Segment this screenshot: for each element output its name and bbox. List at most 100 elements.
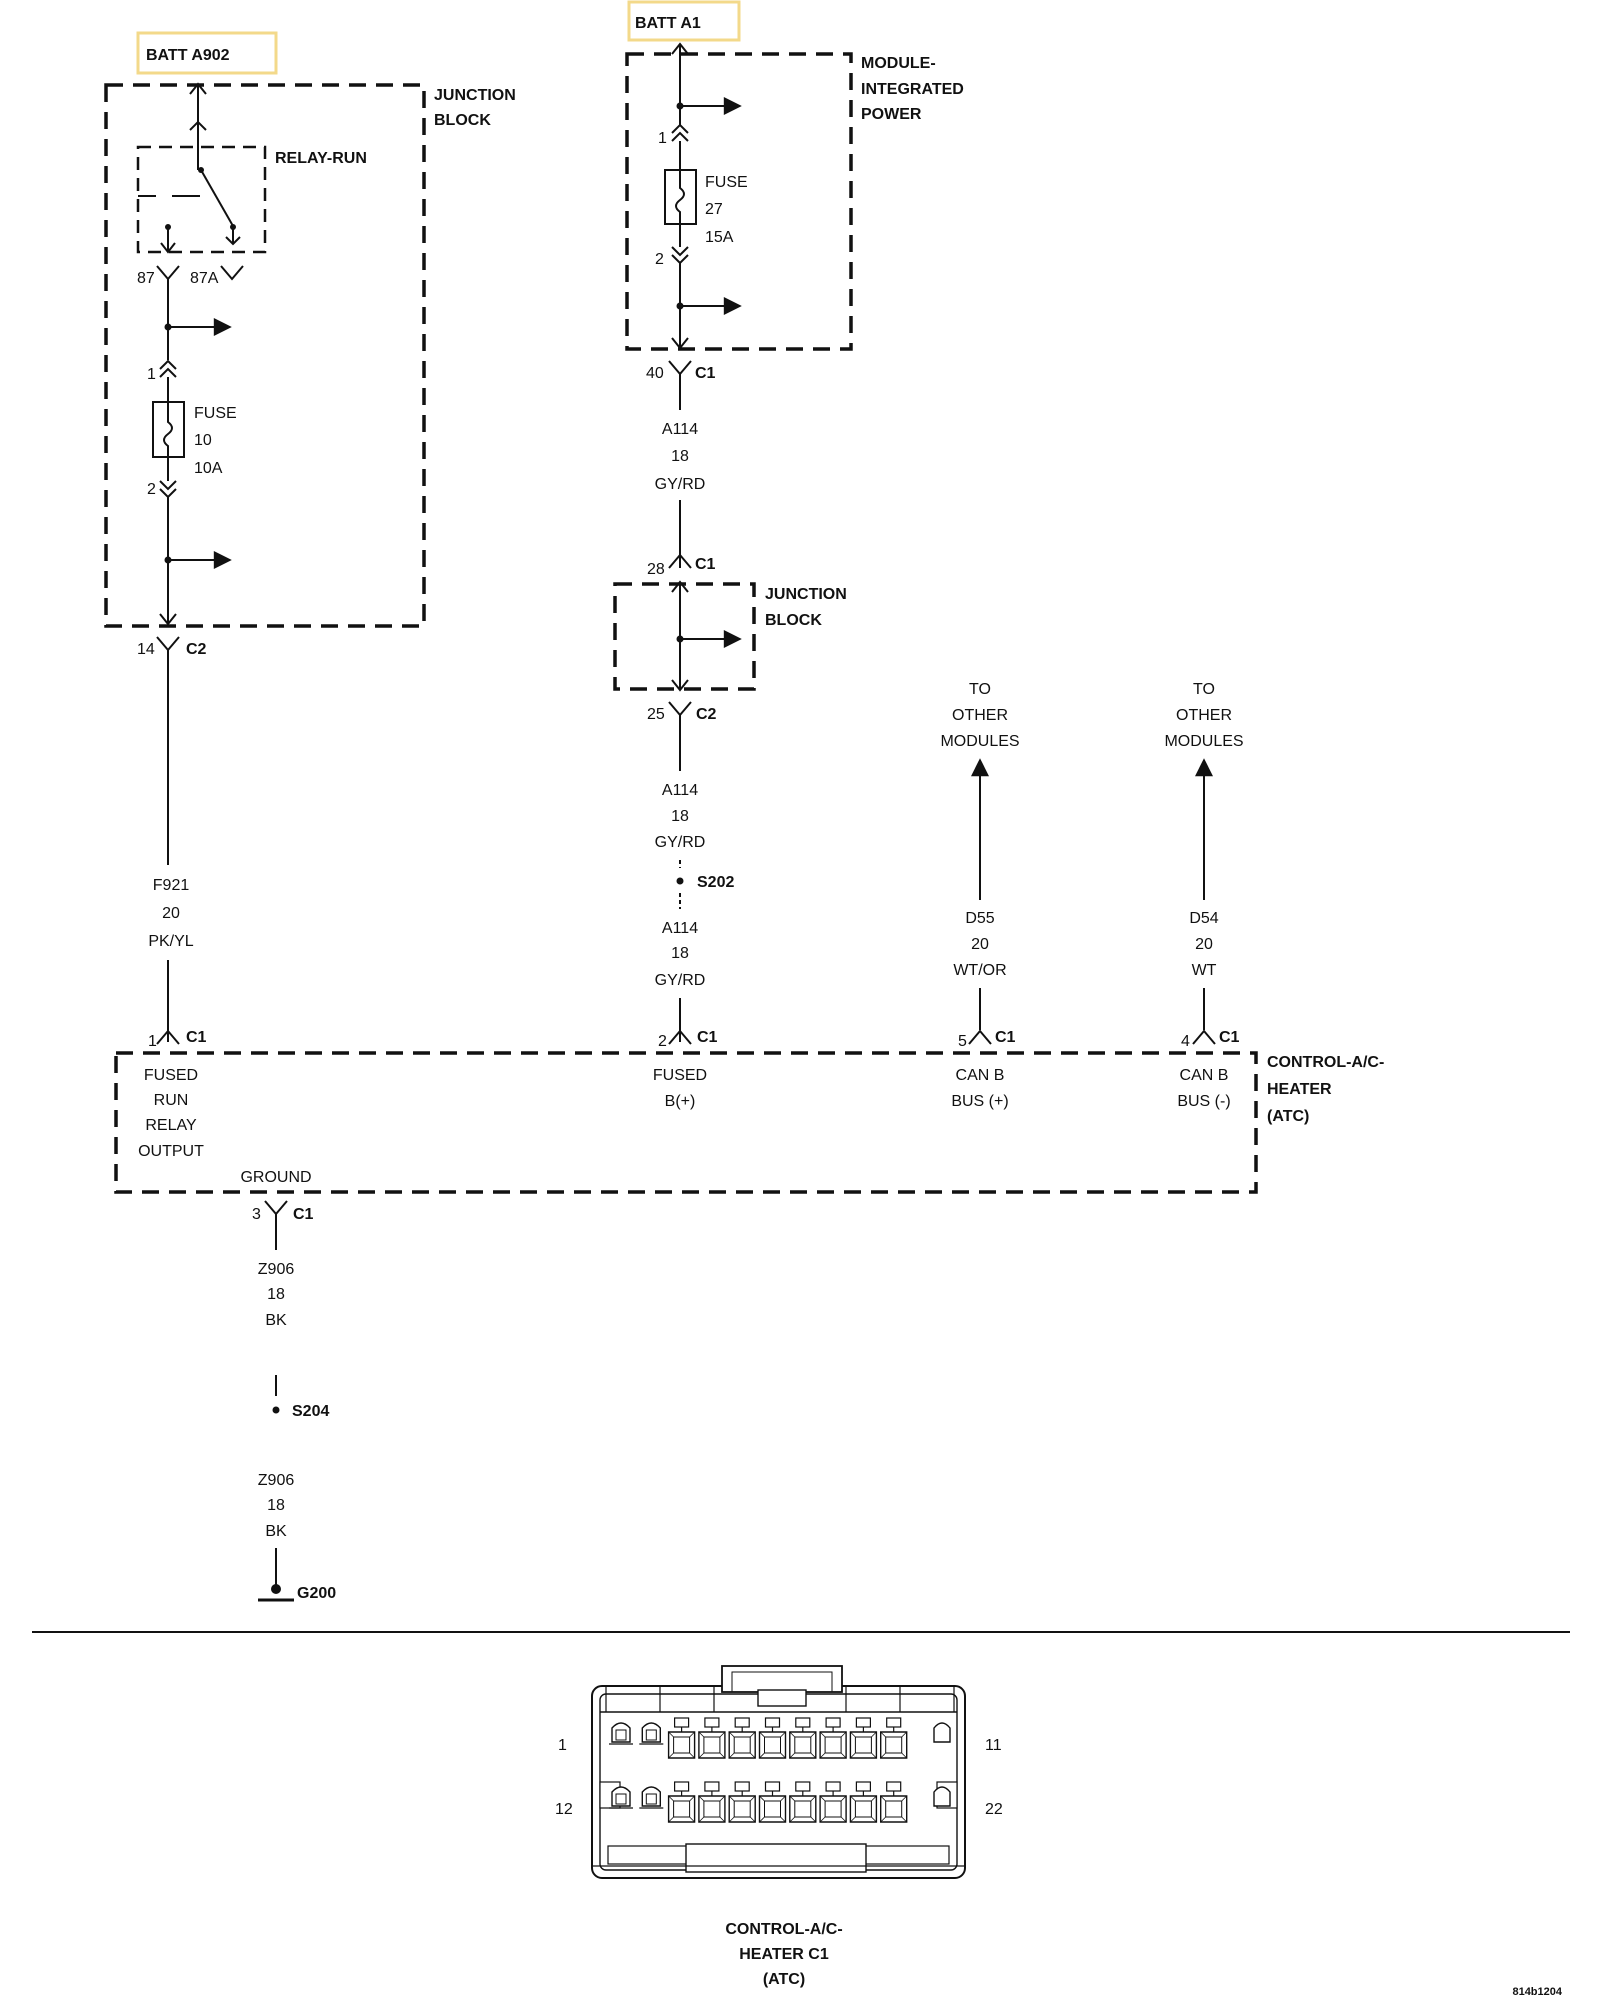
fuse-10-number: 10	[194, 432, 212, 449]
connector-pin-cavity	[667, 1781, 696, 1823]
connector-pin-cavity	[609, 1722, 633, 1745]
connector-pin-row-2	[609, 1781, 951, 1823]
wire-d54-color: WT	[1192, 962, 1217, 979]
wire-a114-3-circuit: A114	[662, 920, 698, 937]
connector-pin-12-label: 12	[555, 1801, 573, 1818]
to-modules-2-line2: OTHER	[1176, 707, 1232, 724]
wire-z906-2: Z906 18 BK	[258, 1472, 295, 1586]
connector-pin-cavity	[609, 1786, 633, 1809]
relay-run-label: RELAY-RUN	[275, 150, 367, 167]
connector-pin-cavity	[728, 1717, 756, 1759]
to-modules-1-line3: MODULES	[940, 733, 1019, 750]
connector-pin-22-label: 22	[985, 1801, 1003, 1818]
wire-a114-3-gauge: 18	[671, 945, 689, 962]
wire-f921-circuit: F921	[153, 877, 190, 894]
wire-z906-1: Z906 18 BK	[258, 1261, 294, 1396]
wire-d54: D54 20 WT	[1189, 910, 1219, 1030]
mip-out-conn: C1	[695, 365, 716, 382]
atc-fused-run-relay-output: FUSED RUN RELAY OUTPUT	[138, 1067, 204, 1160]
connector-pin-cavity	[789, 1717, 817, 1759]
atc-pin-3-conn: C1	[293, 1206, 314, 1223]
connector-pin-cavity	[728, 1781, 756, 1823]
atc-fused-b: FUSED B(+)	[653, 1067, 707, 1110]
atc-pin-5-num: 5	[958, 1033, 967, 1050]
atc-module-box	[114, 1051, 1258, 1194]
connector-pin-cavity	[639, 1786, 664, 1809]
atc-ground-label: GROUND	[240, 1169, 311, 1186]
wire-a114-3-color: GY/RD	[655, 972, 706, 989]
junction-left-out-pin: 14	[137, 641, 155, 658]
connector-pin-row-1	[609, 1717, 951, 1759]
junction-block-left-label-1: JUNCTION	[434, 87, 516, 104]
connector-pin-cavity	[758, 1781, 787, 1823]
wire-d54-circuit: D54	[1189, 910, 1218, 927]
fuse-27-number: 27	[705, 201, 723, 218]
mip-output: 40 C1	[646, 360, 716, 410]
junction-block-mid-output: 25 C2	[647, 701, 717, 771]
jb-mid-in-conn: C1	[695, 556, 716, 573]
fuse-27-pin-bottom: 2	[655, 251, 664, 268]
atc-module-label-2: HEATER	[1267, 1081, 1332, 1098]
junction-block-mid-bus	[671, 580, 742, 692]
atc-can-plus-2: BUS (+)	[951, 1093, 1008, 1110]
batt-a902-tag	[136, 31, 278, 75]
fuse-10-label: FUSE	[194, 405, 237, 422]
wire-f921-color: PK/YL	[148, 933, 193, 950]
wire-a114-1-gauge: 18	[671, 448, 689, 465]
mip-label-1: MODULE-	[861, 55, 936, 72]
wire-d54-gauge: 20	[1195, 936, 1213, 953]
connector-pin-cavity	[698, 1781, 726, 1823]
atc-fused-run-1: FUSED	[144, 1067, 198, 1084]
splice-s204-label: S204	[292, 1403, 329, 1420]
atc-pin-4-conn: C1	[1219, 1029, 1240, 1046]
wire-z906-1-color: BK	[265, 1312, 287, 1329]
wire-a114-2-color: GY/RD	[655, 834, 706, 851]
connector-pin-cavity	[880, 1781, 908, 1823]
wire-z906-2-circuit: Z906	[258, 1472, 295, 1489]
fuse-10: 1 FUSE 10 10A 2	[147, 359, 237, 626]
to-modules-2-line1: TO	[1193, 681, 1215, 698]
mip-label-2: INTEGRATED	[861, 81, 964, 98]
wire-d55-circuit: D55	[965, 910, 994, 927]
batt-a902-label: BATT A902	[146, 47, 230, 64]
jb-mid-label-1: JUNCTION	[765, 586, 847, 603]
relay-pin-87a: 87A	[190, 270, 219, 287]
connector-pin-cavity	[819, 1717, 847, 1759]
wire-z906-2-color: BK	[265, 1523, 287, 1540]
connector-pin-cavity	[667, 1717, 696, 1759]
wire-f921: F921 20 PK/YL	[148, 877, 194, 1042]
atc-can-minus-1: CAN B	[1180, 1067, 1229, 1084]
wire-z906-1-gauge: 18	[267, 1286, 285, 1303]
atc-pin-4: 4 C1	[1181, 1029, 1240, 1050]
wire-a114-2-circuit: A114	[662, 782, 698, 799]
connector-pin-cavity	[849, 1717, 878, 1759]
to-modules-1-line1: TO	[969, 681, 991, 698]
ground-g200: G200	[258, 1584, 336, 1602]
to-other-modules-2: TO OTHER MODULES	[1164, 681, 1244, 900]
atc-module-label-1: CONTROL-A/C-	[1267, 1054, 1384, 1071]
wire-a114-2-gauge: 18	[671, 808, 689, 825]
connector-pin-cavity	[933, 1786, 951, 1807]
batt-a1-tag	[627, 0, 741, 42]
junction-block-left-box	[104, 83, 426, 628]
connector-pin-cavity	[639, 1722, 664, 1745]
to-other-modules-1: TO OTHER MODULES	[940, 681, 1020, 900]
atc-can-b-plus: CAN B BUS (+)	[951, 1067, 1008, 1110]
wire-z906-2-gauge: 18	[267, 1497, 285, 1514]
batt-a1-feed: 1	[658, 42, 742, 147]
fuse-27-rating: 15A	[705, 229, 734, 246]
connector-pin-cavity	[880, 1717, 908, 1759]
connector-title-3: (ATC)	[763, 1971, 805, 1988]
atc-can-b-minus: CAN B BUS (-)	[1177, 1067, 1230, 1110]
atc-pin-1-num: 1	[148, 1033, 157, 1050]
connector-title-2: HEATER C1	[739, 1946, 829, 1963]
splice-s202: S202	[676, 874, 734, 909]
to-modules-1-line2: OTHER	[952, 707, 1008, 724]
wire-a114-1-circuit: A114	[662, 421, 698, 438]
ground-g200-label: G200	[297, 1585, 336, 1602]
batt-a1-label: BATT A1	[635, 15, 701, 32]
atc-pin-3: 3 C1	[252, 1200, 314, 1250]
atc-pin-2: 2 C1	[658, 1029, 718, 1050]
atc-fused-b-2: B(+)	[665, 1093, 696, 1110]
